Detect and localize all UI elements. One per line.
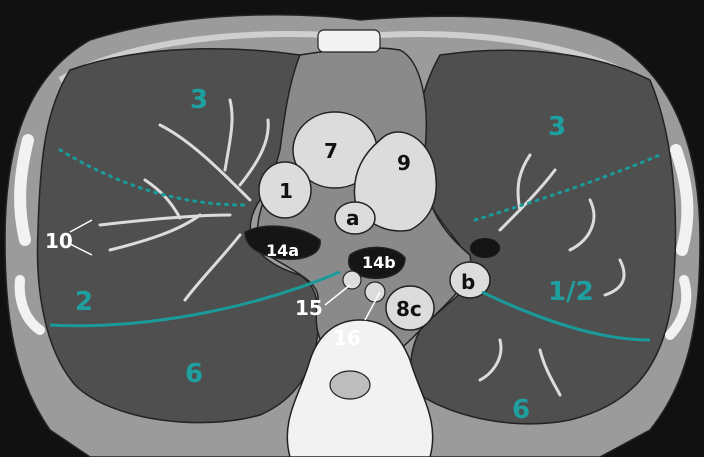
label-a: a [346,206,360,230]
left-bronchus [470,238,500,258]
label-b: b [461,270,475,294]
label-8c: 8c [396,297,422,321]
label-seg6-left: 6 [185,359,203,389]
label-14a: 14a [266,241,299,260]
structure-16 [365,282,385,302]
label-9: 9 [397,151,411,175]
sternum [318,30,380,52]
label-10: 10 [45,229,73,253]
label-seg2-left: 2 [75,287,93,317]
label-seg3-left: 3 [190,85,208,115]
label-7: 7 [324,139,338,163]
structure-15 [343,271,361,289]
label-14b: 14b [362,253,396,272]
spinal-canal [330,371,370,399]
label-1: 1 [279,179,293,203]
label-seg6-right: 6 [512,395,530,425]
label-15: 15 [295,296,323,320]
label-16: 16 [333,326,361,350]
label-seg12-right: 1/2 [548,277,594,307]
label-seg3-right: 3 [548,112,566,142]
